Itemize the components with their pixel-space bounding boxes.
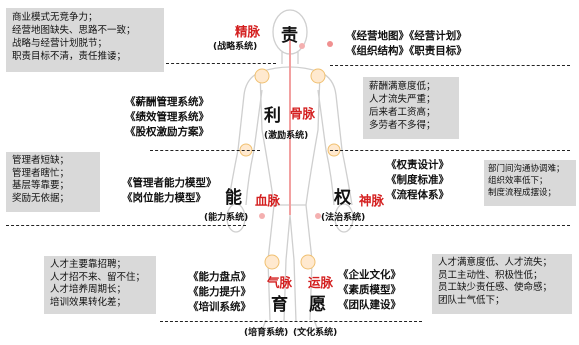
yu-system-label: (培育系统) <box>244 328 289 338</box>
yuan-books: 《企业文化》 《素质模型》 《团队建设》 <box>338 268 401 313</box>
zhize-system-label: (战略系统) <box>213 42 258 52</box>
yu-char: 育 <box>271 295 288 315</box>
li-problem-box: 薪酬满意度低； 人才流失严重； 后来者工资高； 多劳者不多得； <box>363 77 459 139</box>
problem-text: 后来者工资高； <box>369 107 436 118</box>
yu-meridian-label: 气脉 <box>267 275 293 290</box>
problem-text: 人才流失严重； <box>369 94 436 105</box>
book-title: 《能力提升》 <box>188 286 251 298</box>
book-title: 《岗位能力模型》 <box>122 192 206 204</box>
top-left-problem-box: 商业模式无竞争力； 经营地图缺失、思路不一致； 战略与经营计划脱节； 职责目标不… <box>6 8 164 72</box>
problem-text: 员工主动性、积极性低； <box>438 269 543 281</box>
book-title: 《素质模型》 <box>338 284 401 296</box>
yu-problem-box: 人才主要靠招聘； 人才招不来、留不住； 人才培养周期长； 培训效果转化差； <box>44 256 156 314</box>
problem-text: 组织效率低下； <box>488 176 548 186</box>
problem-text: 人才招不来、留不住； <box>50 271 146 283</box>
yuan-meridian-label: 运脉 <box>308 275 334 290</box>
zhize-books: 《经营地图》《经营计划》 《组织结构》《职责目标》 <box>346 29 467 59</box>
quan-books: 《权责设计》 《制度标准》 《流程体系》 <box>386 158 449 203</box>
book-title: 《制度标准》 <box>386 174 449 186</box>
yuan-problem-box: 人才满意度低、人才流失； 员工主动性、积极性低； 员工缺少责任感、使命感； 团队… <box>432 254 572 314</box>
book-title: 《团队建设》 <box>338 299 401 311</box>
problem-text: 多劳者不多得； <box>369 120 436 131</box>
li-char: 利 <box>264 106 281 126</box>
problem-text: 员工缺少责任感、使命感； <box>438 282 553 293</box>
neng-system-label: (能力系统) <box>204 213 249 223</box>
divider-bottom <box>160 321 422 322</box>
yuan-system-label: (文化系统) <box>293 328 338 338</box>
neng-meridian-label: 血脉 <box>255 193 281 208</box>
neng-books: 《管理者能力模型》 《岗位能力模型》 <box>122 176 217 206</box>
book-title: 《管理者能力模型》 <box>122 177 217 189</box>
zhize-char: 责 <box>281 26 298 46</box>
problem-text: 人才培养周期长； <box>50 284 127 295</box>
problem-text: 职责目标不清，责任推诿； <box>12 51 127 62</box>
problem-text: 奖励无依据； <box>12 192 70 204</box>
li-meridian-label: 骨脉 <box>290 106 316 121</box>
quan-problem-box: 部门间沟通协调难； 组织效率低下； 制度流程成摆设； <box>484 160 576 206</box>
book-title: 《企业文化》 <box>338 269 401 281</box>
book-title: 《经营地图》《经营计划》 <box>346 30 467 42</box>
li-system-label: (激励系统) <box>264 131 309 141</box>
yu-books: 《能力盘点》 《能力提升》 《培训系统》 <box>188 270 251 315</box>
problem-text: 战略与经营计划脱节； <box>12 38 108 49</box>
divider-mid-left <box>150 150 260 151</box>
neng-char: 能 <box>225 188 242 208</box>
quan-meridian-label: 神脉 <box>359 193 385 208</box>
problem-text: 制度流程成摆设； <box>488 188 557 198</box>
book-title: 《组织结构》《职责目标》 <box>346 45 467 57</box>
problem-text: 培训效果转化差； <box>50 296 127 308</box>
problem-text: 商业模式无竞争力； <box>12 12 98 23</box>
li-books: 《薪酬管理系统》 《绩效管理系统》 《股权激励方案》 <box>125 95 209 140</box>
divider-lower-right <box>330 225 570 226</box>
problem-text: 薪酬满意度低； <box>369 81 436 92</box>
book-title: 《能力盘点》 <box>188 271 251 283</box>
book-title: 《薪酬管理系统》 <box>125 96 209 108</box>
problem-text: 部门间沟通协调难； <box>488 164 565 174</box>
problem-text: 团队士气低下； <box>438 294 505 306</box>
book-title: 《培训系统》 <box>188 301 251 313</box>
problem-text: 经营地图缺失、思路不一致； <box>12 25 136 36</box>
book-title: 《绩效管理系统》 <box>125 111 209 123</box>
book-title: 《权责设计》 <box>386 159 449 171</box>
yuan-char: 愿 <box>309 295 326 315</box>
quan-char: 权 <box>334 188 351 208</box>
quan-system-label: (法治系统) <box>321 213 366 223</box>
problem-text: 基层等靠要； <box>12 180 70 191</box>
divider-top-right <box>330 65 570 66</box>
problem-text: 人才主要靠招聘； <box>50 259 127 270</box>
divider-mid-right <box>330 150 570 151</box>
book-title: 《股权激励方案》 <box>125 126 209 138</box>
divider-lower-left <box>6 225 246 226</box>
problem-text: 人才满意度低、人才流失； <box>438 257 553 268</box>
problem-text: 管理者短缺； <box>12 155 70 166</box>
neng-problem-box: 管理者短缺； 管理者瞎忙； 基层等靠要； 奖励无依据； <box>6 152 100 212</box>
problem-text: 管理者瞎忙； <box>12 167 70 179</box>
divider-top-left <box>166 63 276 64</box>
zhize-meridian-label: 精脉 <box>235 24 261 39</box>
book-title: 《流程体系》 <box>386 189 449 201</box>
